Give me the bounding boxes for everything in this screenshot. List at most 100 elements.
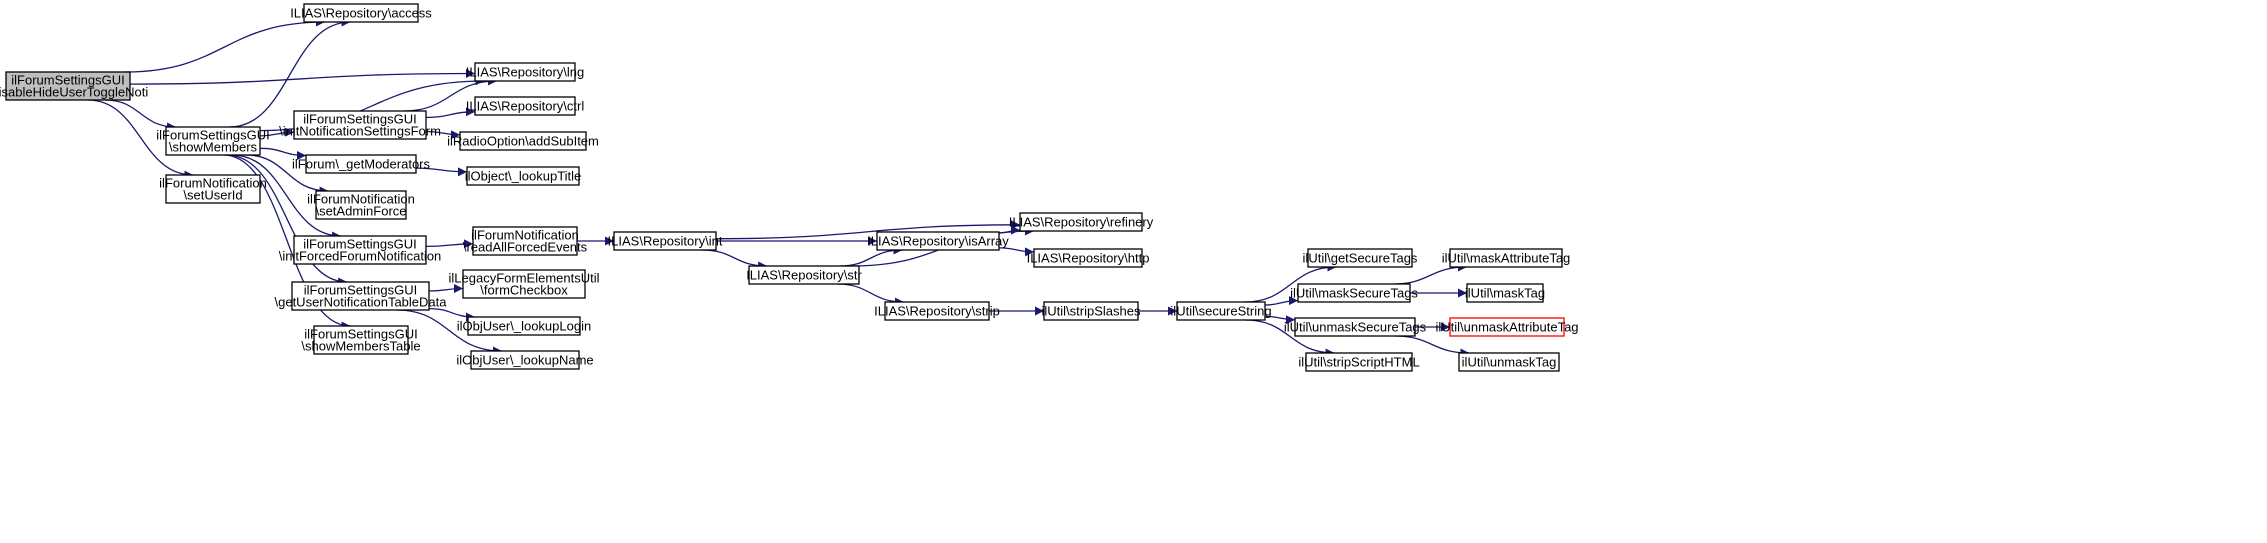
node-unmaskTag[interactable]: ilUtil\unmaskTag [1458,352,1560,372]
node-box [1033,248,1143,268]
node-label: ILIAS\Repository\http [1027,251,1150,266]
node-label: ILIAS\Repository\strip [874,304,1000,319]
node-getSecureTags[interactable]: ilUtil\getSecureTags [1303,248,1418,268]
edge-root-to-showMembers [104,99,177,132]
node-box [1297,283,1411,303]
node-label: \showMembersTable [301,339,420,354]
node-label: ILIAS\Repository\lng [466,65,585,80]
node-box [165,174,261,204]
node-initNotif[interactable]: ilForumSettingsGUI\initNotificationSetti… [279,110,441,140]
node-box [1449,317,1565,337]
node-readAll[interactable]: ilForumNotification\readAllForcedEvents [463,226,588,256]
node-lng[interactable]: ILIAS\Repository\lng [466,62,585,82]
node-label: ilUtil\maskTag [1465,286,1545,301]
edge-maskSecureTags-to-maskAttributeTag [1393,262,1467,285]
node-box [613,231,717,251]
node-showMembers[interactable]: ilForumSettingsGUI\showMembers [156,126,270,156]
node-label: ilLegacyFormElementsUtil [449,271,600,286]
node-maskTag[interactable]: ilUtil\maskTag [1465,283,1545,303]
node-label: ILIAS\Repository\ctrl [466,99,585,114]
node-getUserNotif[interactable]: ilForumSettingsGUI\getUserNotificationTa… [275,281,448,311]
node-box [293,235,427,265]
node-label: ilForumSettingsGUI [303,112,416,127]
node-secureString[interactable]: ilUtil\secureString [1170,301,1272,321]
edge-showMembers-to-initForced [231,154,342,241]
node-access[interactable]: ILIAS\Repository\access [290,3,432,23]
edge-initNotif-to-ctrl [425,107,476,119]
edge-getModerators-to-lookupTitle [415,167,468,177]
node-box [313,325,409,355]
edge-showMembers-to-setAdminForce [245,154,329,196]
node-box [1305,352,1413,372]
node-label: ilObject\_lookupTitle [465,169,582,184]
node-getModerators[interactable]: ilForum\_getModerators [292,154,430,174]
node-box [165,126,261,156]
node-label: ilUtil\unmaskTag [1462,355,1557,370]
node-unmaskAttributeTag[interactable]: ilUtil\unmaskAttributeTag [1435,317,1579,337]
node-maskSecureTags[interactable]: ilUtil\maskSecureTags [1290,283,1418,303]
node-http[interactable]: ILIAS\Repository\http [1027,248,1150,268]
node-label: \setAdminForce [315,204,406,219]
node-setUserId[interactable]: ilForumNotification\setUserId [159,174,267,204]
node-ctrl[interactable]: ILIAS\Repository\ctrl [466,96,585,116]
node-str[interactable]: ILIAS\Repository\str [746,265,862,285]
node-box [303,3,419,23]
edge-initNotif-to-addSubItem [425,130,461,140]
node-lookupLogin[interactable]: ilObjUser\_lookupLogin [457,316,591,336]
edge-showMembers-to-initNotif [259,127,295,137]
node-label: ilUtil\stripScriptHTML [1298,355,1419,370]
node-label: ilForum\_getModerators [292,157,430,172]
node-label: ILIAS\Repository\str [746,268,862,283]
node-initForced[interactable]: ilForumSettingsGUI\initForcedForumNotifi… [279,235,442,265]
node-stripScriptHTML[interactable]: ilUtil\stripScriptHTML [1298,352,1420,372]
node-label: ilUtil\maskSecureTags [1290,286,1418,301]
node-box [1458,352,1560,372]
node-box [466,166,580,186]
edge-secureString-to-maskSecureTags [1264,296,1299,306]
node-label: ilObjUser\_lookupLogin [457,319,591,334]
edge-isArray-to-http [998,247,1035,257]
node-lookupName[interactable]: ilObjUser\_lookupName [456,350,594,370]
node-label: \disableHideUserToggleNoti [0,85,148,100]
node-lookupTitle[interactable]: ilObject\_lookupTitle [465,166,582,186]
node-box [472,226,578,256]
node-unmaskSecureTags[interactable]: ilUtil\unmaskSecureTags [1284,317,1427,337]
edge-unmaskSecureTags-to-unmaskTag [1394,335,1470,358]
edge-showMembers-to-showMembersTable [223,154,351,331]
node-box [884,301,990,321]
node-box [293,110,427,140]
node-box [462,269,586,299]
node-refinery[interactable]: ILIAS\Repository\refinery [1009,212,1154,232]
node-label: ilForumNotification [307,192,415,207]
edge-getUserNotif-to-lookupName [396,309,502,356]
node-label: ilUtil\unmaskAttributeTag [1435,320,1578,335]
node-showMembersTable[interactable]: ilForumSettingsGUI\showMembersTable [301,325,421,355]
node-box [305,154,417,174]
node-setAdminForce[interactable]: ilForumNotification\setAdminForce [307,190,415,220]
node-label: ilUtil\secureString [1170,304,1271,319]
node-box [748,265,860,285]
edge-secureString-to-getSecureTags [1244,262,1337,303]
node-label: ilUtil\maskAttributeTag [1442,251,1571,266]
edge-getUserNotif-to-lookupLogin [428,307,475,322]
node-box [1043,301,1139,321]
node-isArray[interactable]: ILIAS\Repository\isArray [867,231,1009,251]
node-strip[interactable]: ILIAS\Repository\strip [874,301,1000,321]
node-formCheckbox[interactable]: ilLegacyFormElementsUtil\formCheckbox [449,269,600,299]
node-root[interactable]: ilForumSettingsGUI\disableHideUserToggle… [0,71,148,101]
node-label: ILIAS\Repository\isArray [867,234,1009,249]
node-stripSlashes[interactable]: ilUtil\stripSlashes [1042,301,1141,321]
node-int[interactable]: ILIAS\Repository\int [608,231,723,251]
node-label: ilRadioOption\addSubItem [447,134,599,149]
node-maskAttributeTag[interactable]: ilUtil\maskAttributeTag [1442,248,1571,268]
nodes-layer: ilForumSettingsGUI \disableHideUserToggle… [0,3,1579,372]
node-label: ilForumNotification [159,176,267,191]
node-box [474,96,576,116]
node-box [470,350,580,370]
node-addSubItem[interactable]: ilRadioOption\addSubItem [447,131,599,151]
node-label: ilForumSettingsGUI [304,327,417,342]
node-box [1449,248,1563,268]
node-label: ILIAS\Repository\refinery [1009,215,1154,230]
node-label: \formCheckbox [480,283,568,298]
